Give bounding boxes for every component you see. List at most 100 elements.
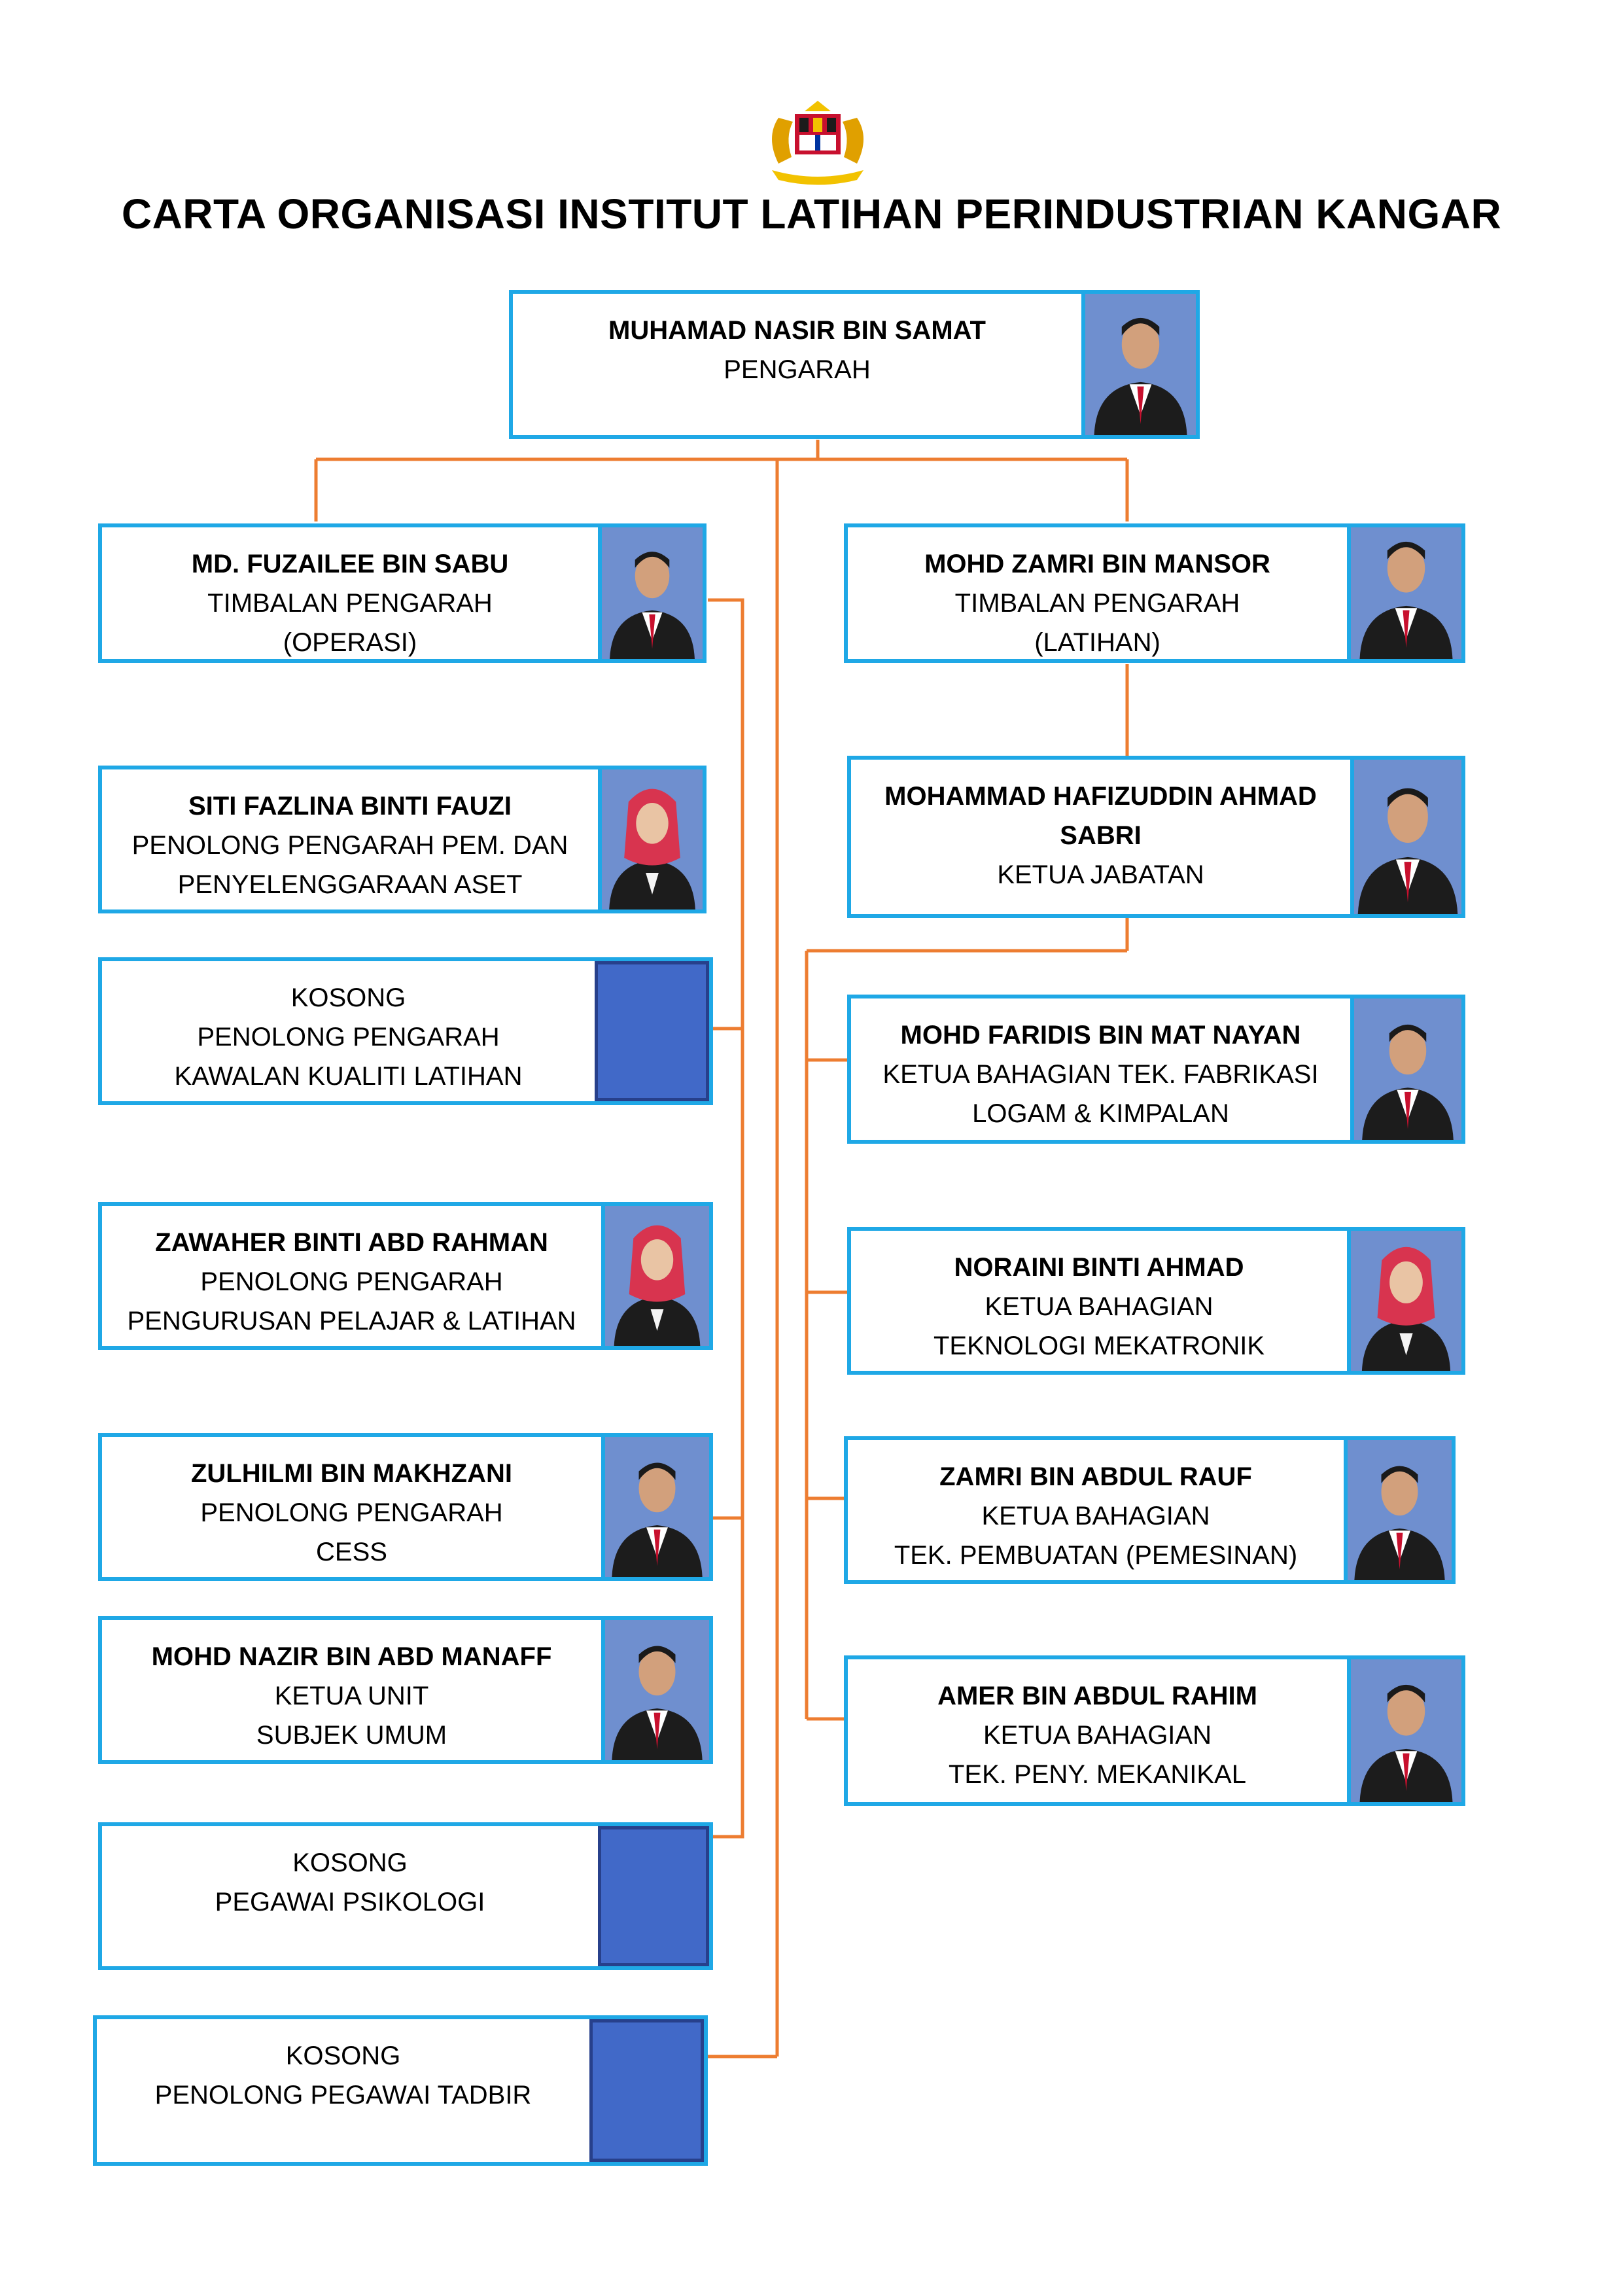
position-title: KOSONG: [292, 1848, 408, 1877]
portrait-photo: [601, 1206, 709, 1346]
box-text: MD. FUZAILEE BIN SABU TIMBALAN PENGARAH (O…: [102, 527, 598, 659]
position-title: KETUA BAHAGIAN: [983, 1721, 1212, 1750]
portrait-photo: [1081, 294, 1196, 435]
left-staff-box: KOSONG PEGAWAI PSIKOLOGI: [98, 1822, 713, 1970]
position-title: KOSONG: [285, 2041, 401, 2070]
person-name: AMER BIN ABDUL RAHIM: [937, 1682, 1257, 1710]
vacant-photo-placeholder: [598, 1826, 709, 1966]
position-title: KETUA BAHAGIAN: [981, 1502, 1210, 1530]
position-title: (OPERASI): [283, 628, 417, 657]
position-title: TEK. PENY. MEKANIKAL: [949, 1760, 1246, 1789]
person-woman-icon: [1361, 1246, 1451, 1371]
box-text: KOSONG PENOLONG PENGARAH KAWALAN KUALITI L…: [102, 961, 595, 1101]
portrait-photo: [1350, 998, 1461, 1140]
right-staff-box: NORAINI BINTI AHMAD KETUA BAHAGIAN TEKNOLO…: [847, 1227, 1465, 1375]
left-staff-box: ZAWAHER BINTI ABD RAHMAN PENOLONG PENGARA…: [98, 1202, 713, 1350]
person-man-icon: [1359, 1684, 1453, 1802]
person-name: MOHD FARIDIS BIN MAT NAYAN: [900, 1021, 1301, 1050]
position-title: TEK. PEMBUATAN (PEMESINAN): [894, 1541, 1298, 1570]
position-title: KETUA JABATAN: [997, 860, 1204, 889]
portrait-photo: [1347, 527, 1461, 659]
person-man-icon: [612, 1646, 703, 1760]
right-staff-box: MOHD ZAMRI BIN MANSOR TIMBALAN PENGARAH (L…: [844, 523, 1465, 663]
portrait-photo: [601, 1437, 709, 1577]
person-name: ZAWAHER BINTI ABD RAHMAN: [155, 1228, 548, 1257]
position-title: KAWALAN KUALITI LATIHAN: [174, 1062, 523, 1091]
person-man-icon: [1354, 1466, 1445, 1580]
position-title: PENOLONG PENGARAH: [197, 1023, 500, 1051]
person-man-icon: [612, 1462, 703, 1577]
position-title: PENGARAH: [724, 355, 871, 384]
position-title: PENGURUSAN PELAJAR & LATIHAN: [127, 1307, 576, 1335]
position-title: (LATIHAN): [1034, 628, 1161, 657]
person-name: ZAMRI BIN ABDUL RAUF: [939, 1462, 1252, 1491]
person-name: MOHD NAZIR BIN ABD MANAFF: [151, 1642, 552, 1671]
person-man-icon: [1362, 1024, 1454, 1140]
position-title: TEKNOLOGI MEKATRONIK: [934, 1332, 1265, 1360]
left-staff-box: SITI FAZLINA BINTI FAUZI PENOLONG PENGARA…: [98, 766, 707, 913]
position-title: PENOLONG PENGARAH: [200, 1498, 503, 1527]
left-staff-box: ZULHILMI BIN MAKHZANI PENOLONG PENGARAH CE…: [98, 1433, 713, 1581]
box-text: NORAINI BINTI AHMAD KETUA BAHAGIAN TEKNOLO…: [851, 1231, 1347, 1371]
box-text: KOSONG PENOLONG PEGAWAI TADBIR: [97, 2019, 589, 2162]
position-title: LOGAM & KIMPALAN: [972, 1099, 1229, 1128]
portrait-photo: [1350, 760, 1461, 914]
box-text: KOSONG PEGAWAI PSIKOLOGI: [102, 1826, 598, 1966]
position-title: KETUA BAHAGIAN TEK. FABRIKASI: [882, 1060, 1319, 1089]
box-text: MOHAMMAD HAFIZUDDIN AHMAD SABRI KETUA JAB…: [851, 760, 1350, 914]
box-text: ZAMRI BIN ABDUL RAUF KETUA BAHAGIAN TEK. P…: [848, 1440, 1344, 1580]
person-name: MOHAMMAD HAFIZUDDIN AHMAD SABRI: [884, 782, 1317, 850]
person-woman-icon: [609, 788, 695, 910]
person-name: NORAINI BINTI AHMAD: [954, 1253, 1244, 1282]
position-title: TIMBALAN PENGARAH: [954, 589, 1240, 618]
position-title: PENYELENGGARAAN ASET: [177, 870, 523, 899]
box-text: MOHD NAZIR BIN ABD MANAFF KETUA UNIT SUBJE…: [102, 1620, 601, 1760]
person-name: MOHD ZAMRI BIN MANSOR: [924, 550, 1270, 578]
position-title: PENOLONG PENGARAH PEM. DAN: [131, 831, 568, 860]
right-staff-box: AMER BIN ABDUL RAHIM KETUA BAHAGIAN TEK. P…: [844, 1655, 1465, 1806]
right-staff-box: MOHAMMAD HAFIZUDDIN AHMAD SABRI KETUA JAB…: [847, 756, 1465, 918]
director-box: MUHAMAD NASIR BIN SAMAT PENGARAH: [509, 290, 1200, 439]
portrait-photo: [601, 1620, 709, 1760]
person-man-icon: [1094, 317, 1187, 435]
left-staff-box: MOHD NAZIR BIN ABD MANAFF KETUA UNIT SUBJE…: [98, 1616, 713, 1764]
vacant-photo-placeholder: [589, 2019, 704, 2162]
position-title: PENOLONG PENGARAH: [200, 1267, 503, 1296]
left-staff-box: MD. FUZAILEE BIN SABU TIMBALAN PENGARAH (O…: [98, 523, 707, 663]
person-man-icon: [610, 552, 695, 659]
position-title: SUBJEK UMUM: [256, 1721, 447, 1750]
box-text: ZAWAHER BINTI ABD RAHMAN PENOLONG PENGARA…: [102, 1206, 601, 1346]
page-title: CARTA ORGANISASI INSTITUT LATIHAN PERIND…: [121, 190, 1502, 238]
position-title: PEGAWAI PSIKOLOGI: [215, 1888, 485, 1916]
box-text: SITI FAZLINA BINTI FAUZI PENOLONG PENGARA…: [102, 769, 598, 910]
portrait-photo: [1347, 1659, 1461, 1802]
position-title: CESS: [316, 1538, 387, 1566]
portrait-photo: [598, 769, 703, 910]
box-text: AMER BIN ABDUL RAHIM KETUA BAHAGIAN TEK. P…: [848, 1659, 1347, 1802]
box-text: MUHAMAD NASIR BIN SAMAT PENGARAH: [513, 294, 1081, 435]
box-text: MOHD FARIDIS BIN MAT NAYAN KETUA BAHAGIAN…: [851, 998, 1350, 1140]
person-woman-icon: [614, 1225, 701, 1346]
person-name: MUHAMAD NASIR BIN SAMAT: [608, 316, 986, 345]
left-staff-box: KOSONG PENOLONG PENGARAH KAWALAN KUALITI L…: [98, 957, 713, 1105]
person-name: ZULHILMI BIN MAKHZANI: [190, 1459, 513, 1488]
portrait-photo: [1347, 1231, 1461, 1371]
right-staff-box: ZAMRI BIN ABDUL RAUF KETUA BAHAGIAN TEK. P…: [844, 1436, 1456, 1584]
box-text: ZULHILMI BIN MAKHZANI PENOLONG PENGARAH CE…: [102, 1437, 601, 1577]
portrait-photo: [1344, 1440, 1452, 1580]
vacant-photo-placeholder: [595, 961, 709, 1101]
person-man-icon: [1359, 541, 1453, 659]
coat-of-arms-icon: [772, 101, 864, 185]
box-text: MOHD ZAMRI BIN MANSOR TIMBALAN PENGARAH (L…: [848, 527, 1347, 659]
position-title: PENOLONG PEGAWAI TADBIR: [154, 2081, 532, 2110]
person-name: MD. FUZAILEE BIN SABU: [191, 550, 509, 578]
position-title: KOSONG: [290, 983, 406, 1012]
position-title: TIMBALAN PENGARAH: [207, 589, 493, 618]
left-staff-box: KOSONG PENOLONG PEGAWAI TADBIR: [93, 2015, 708, 2166]
position-title: KETUA UNIT: [274, 1682, 429, 1710]
position-title: KETUA BAHAGIAN: [985, 1292, 1213, 1321]
person-name: SITI FAZLINA BINTI FAUZI: [188, 792, 512, 821]
portrait-photo: [598, 527, 703, 659]
person-man-icon: [1357, 788, 1458, 914]
